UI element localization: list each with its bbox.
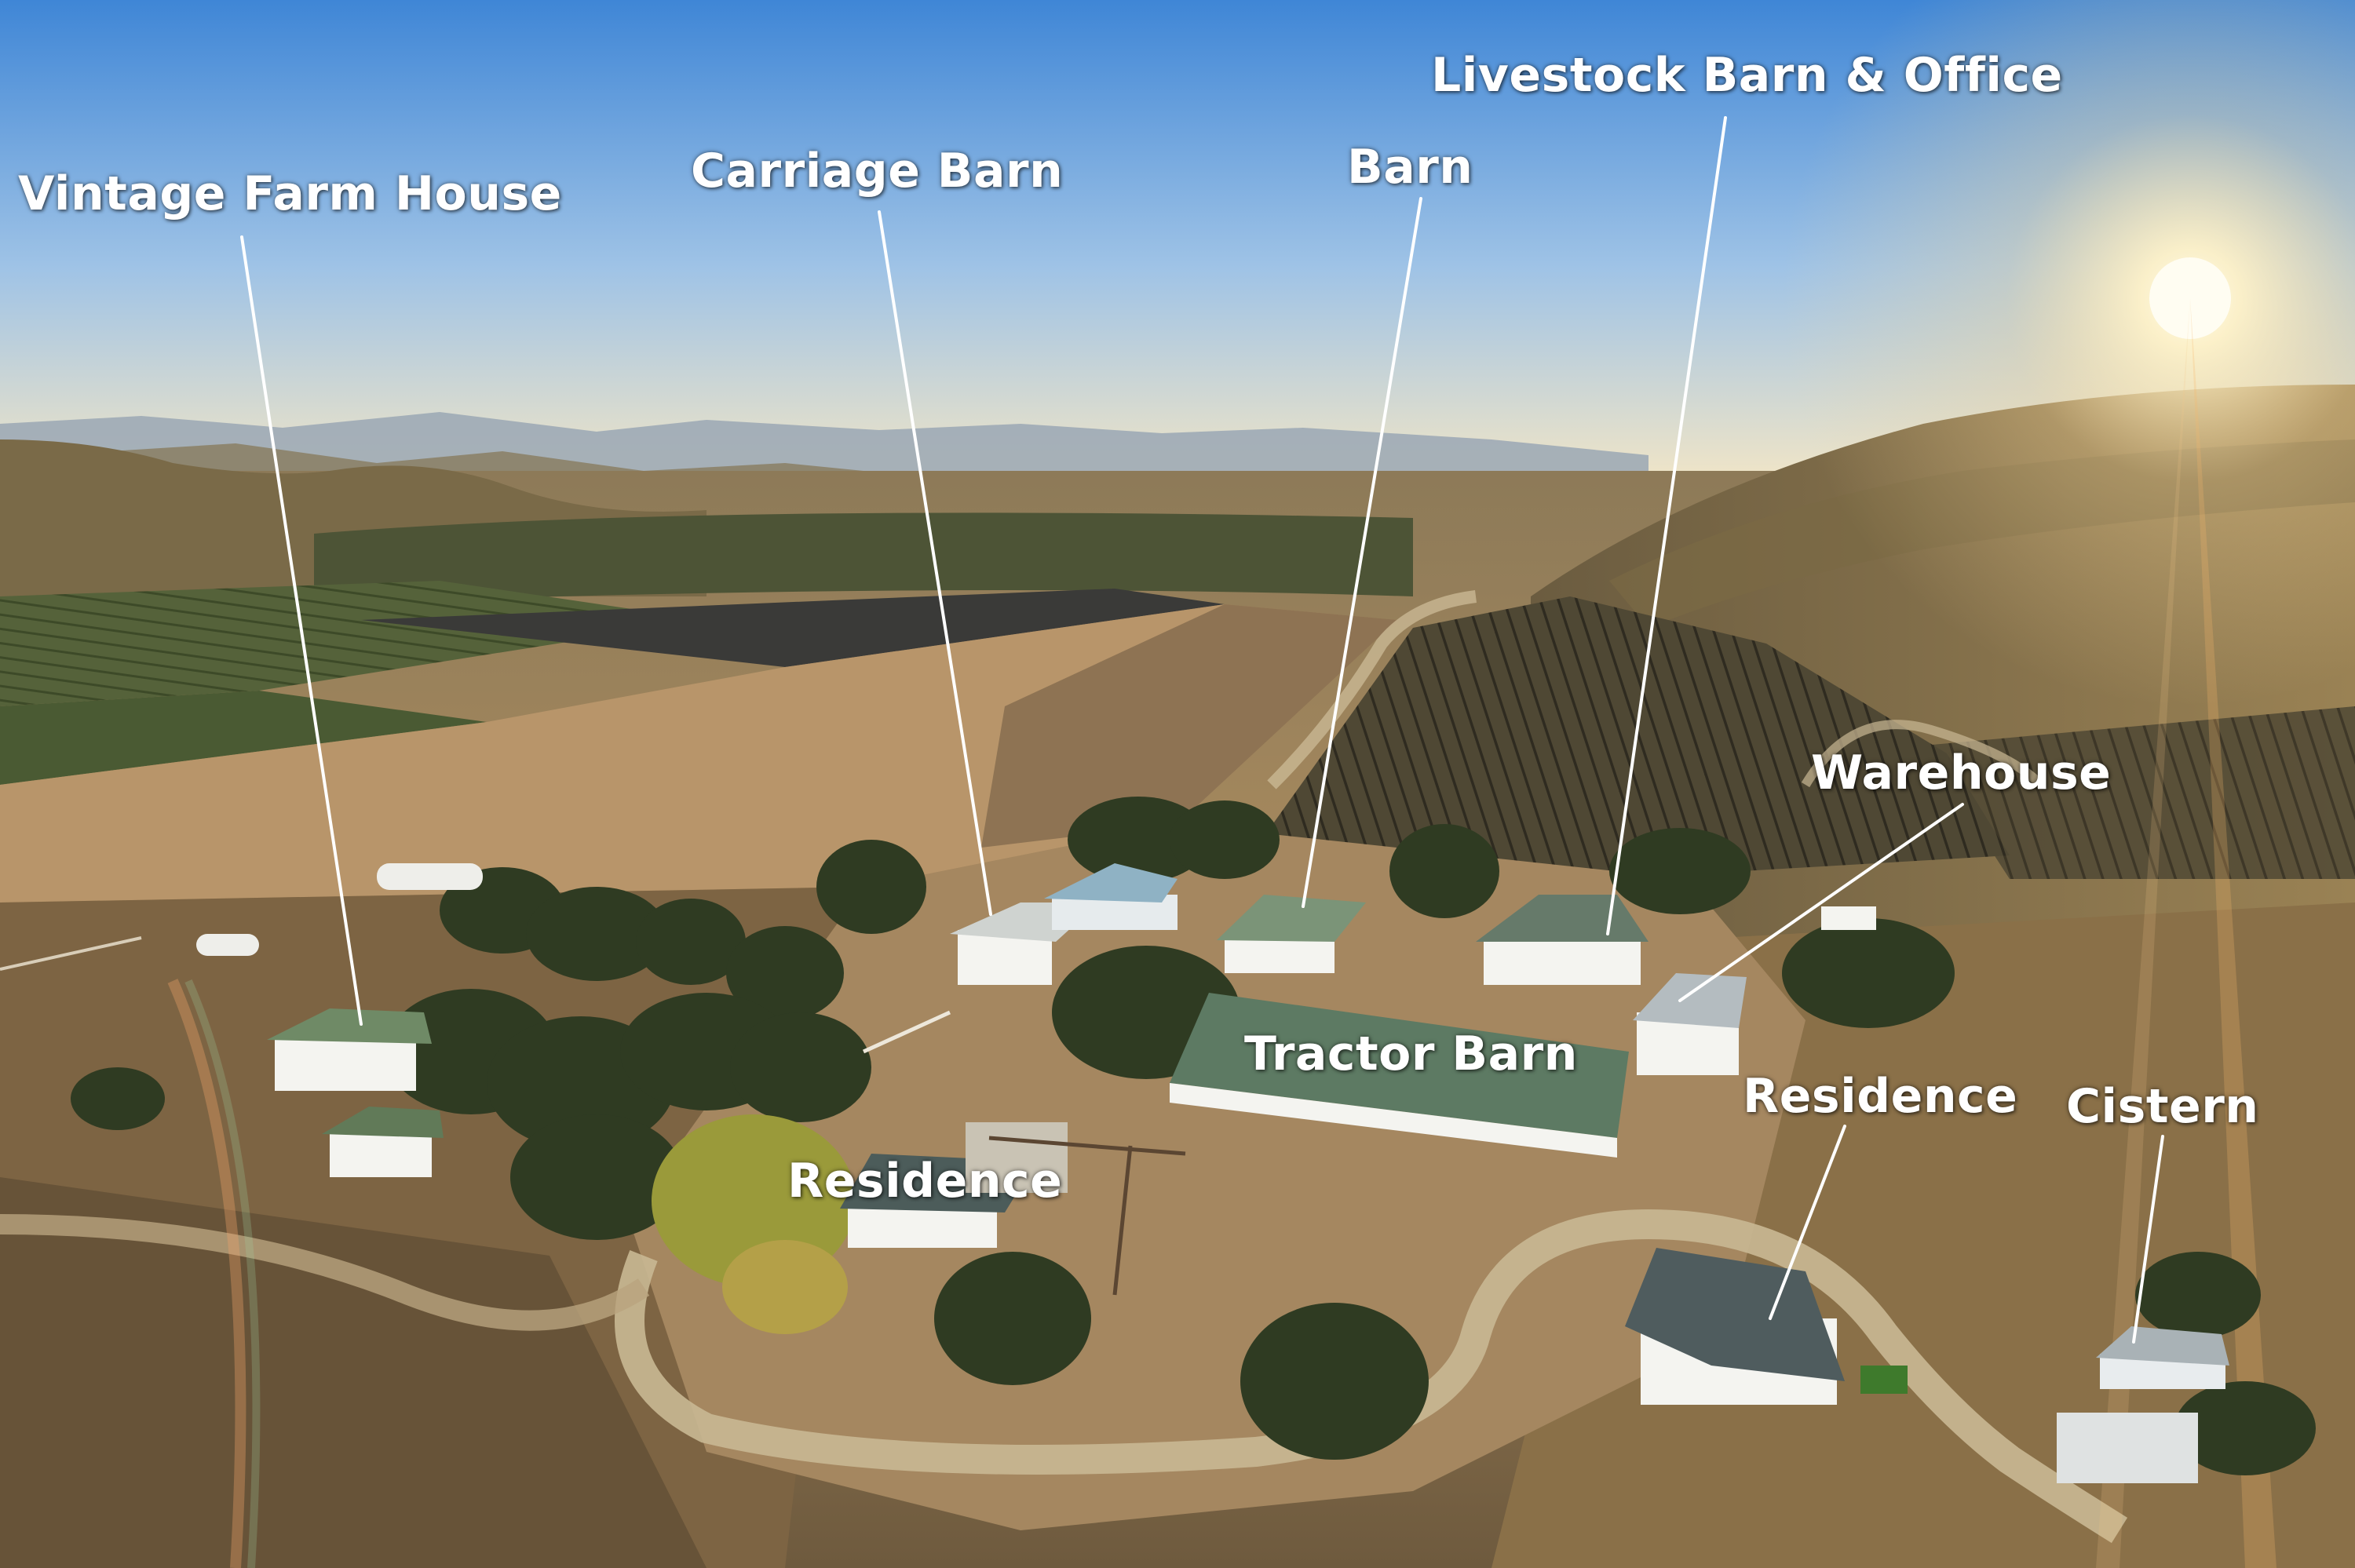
label-carriage-barn: Carriage Barn	[691, 144, 1064, 199]
label-cistern: Cistern	[2066, 1079, 2259, 1134]
label-residence-right: Residence	[1743, 1069, 2018, 1124]
label-vintage-farm-house: Vintage Farm House	[18, 166, 562, 221]
label-warehouse: Warehouse	[1811, 746, 2112, 800]
label-barn: Barn	[1347, 140, 1473, 195]
label-residence-left: Residence	[787, 1154, 1063, 1209]
leader-residence-right	[1769, 1125, 1846, 1320]
leader-livestock-barn-office	[1606, 116, 1727, 935]
leader-carriage-barn	[878, 210, 992, 916]
leader-vintage-farm-house	[240, 235, 363, 1026]
leader-cistern	[2132, 1135, 2164, 1344]
leader-warehouse	[1678, 803, 1964, 1002]
label-livestock-barn-office: Livestock Barn & Office	[1431, 48, 2063, 103]
label-tractor-barn: Tractor Barn	[1244, 1026, 1578, 1081]
leader-barn	[1302, 197, 1422, 908]
